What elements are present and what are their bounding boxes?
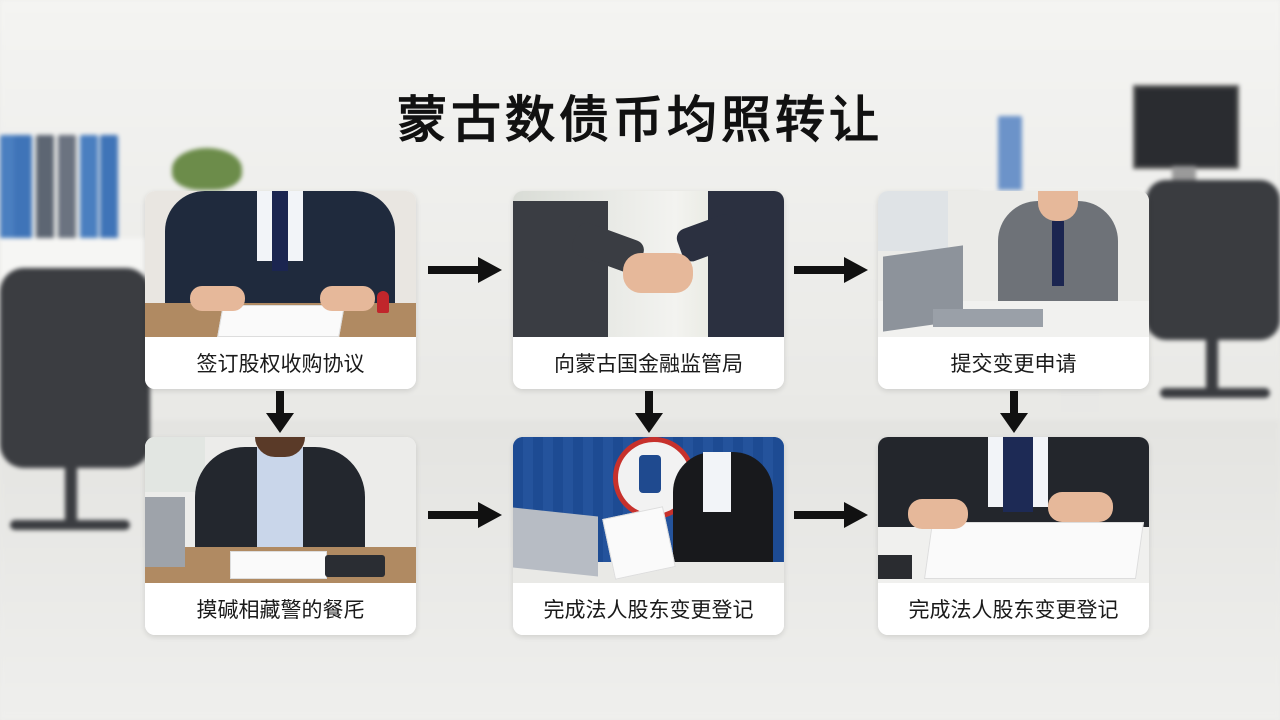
arrow-right-icon: [428, 257, 502, 283]
arrow-right-icon: [794, 502, 868, 528]
step-label: 向蒙古国金融监管局: [513, 337, 784, 389]
signing-document-photo: [145, 191, 416, 337]
signing-contract-closeup-photo: [878, 437, 1149, 583]
step-label: 提交变更申请: [878, 337, 1149, 389]
step-label: 摸碱相藏警的餐厇: [145, 583, 416, 635]
arrow-down-icon: [266, 391, 294, 433]
step-label: 完成法人股东变更登记: [878, 583, 1149, 635]
step-label: 签订股权收购协议: [145, 337, 416, 389]
step-card-3: 提交变更申请: [878, 191, 1149, 389]
arrow-right-icon: [428, 502, 502, 528]
step-card-2: 向蒙古国金融监管局: [513, 191, 784, 389]
page-title: 蒙古数债币均照转让: [397, 91, 883, 149]
step-card-6: 完成法人股东变更登记: [878, 437, 1149, 635]
woman-signing-photo: [145, 437, 416, 583]
step-card-5: 完成法人股东变更登记: [513, 437, 784, 635]
laptop-woman-photo: [878, 191, 1149, 337]
handshake-photo: [513, 191, 784, 337]
arrow-down-icon: [1000, 391, 1028, 433]
woman-reading-document-photo: [513, 437, 784, 583]
step-card-4: 摸碱相藏警的餐厇: [145, 437, 416, 635]
arrow-right-icon: [794, 257, 868, 283]
arrow-down-icon: [635, 391, 663, 433]
step-card-1: 签订股权收购协议: [145, 191, 416, 389]
step-label: 完成法人股东变更登记: [513, 583, 784, 635]
